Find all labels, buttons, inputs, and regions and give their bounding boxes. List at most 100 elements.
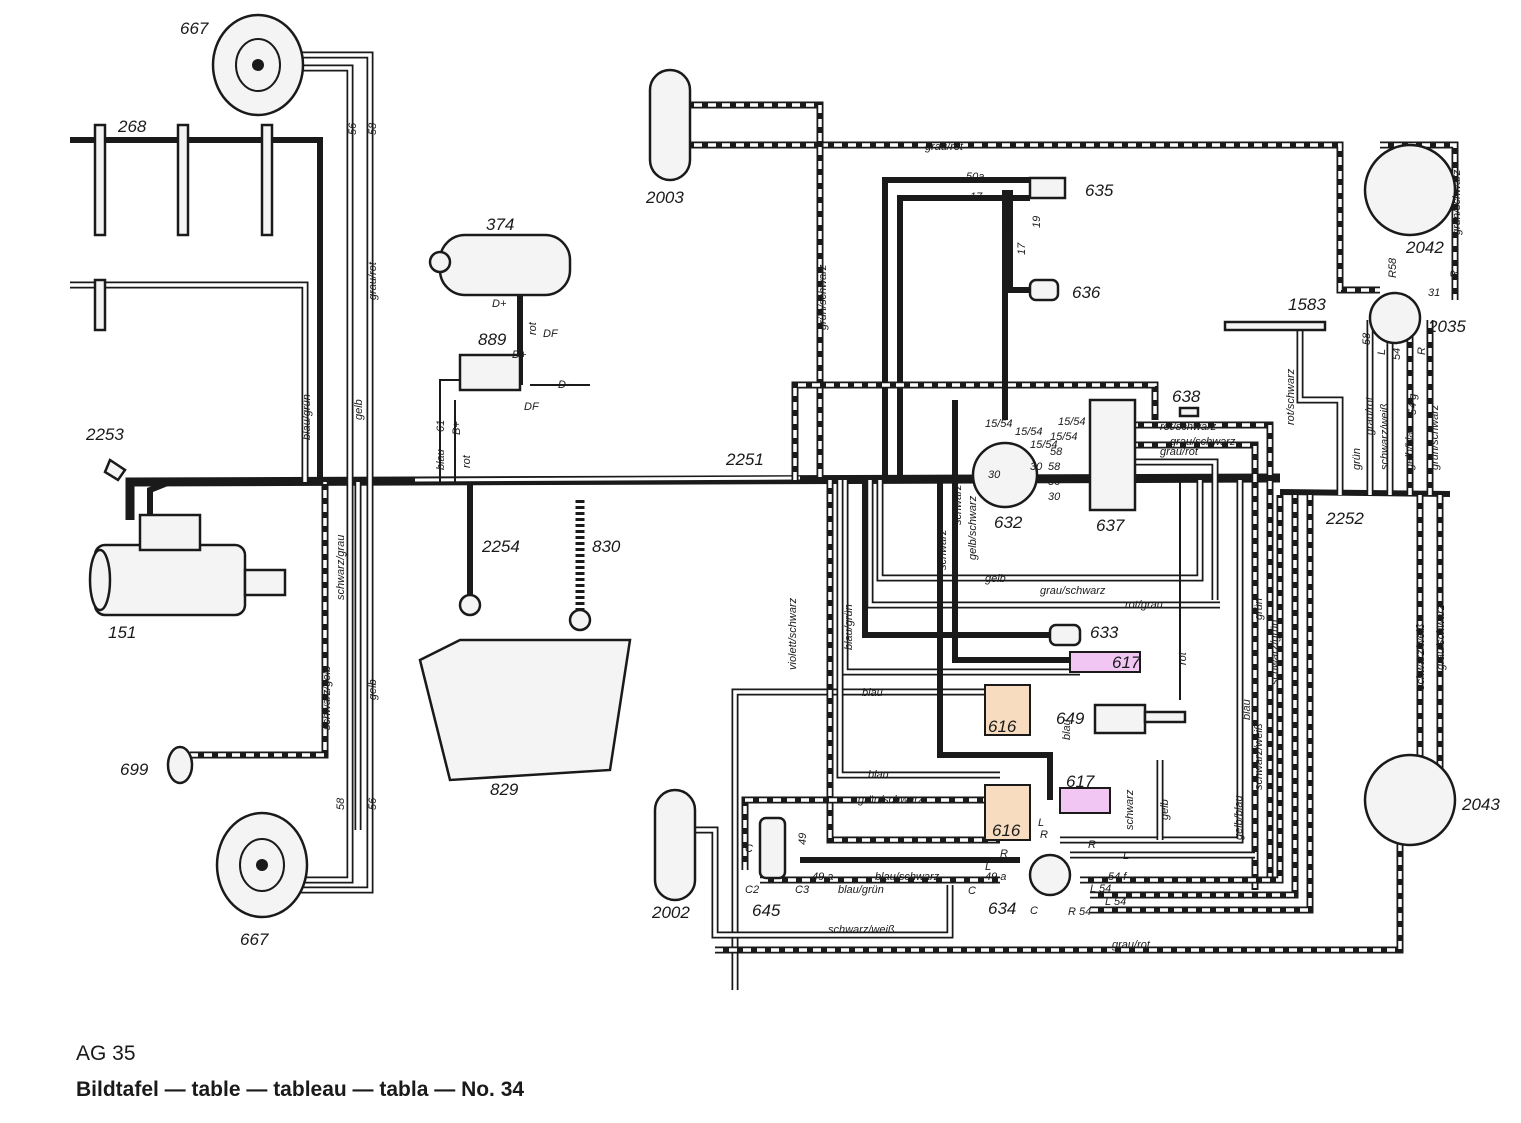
wire-label: blau [1241, 699, 1253, 720]
wire-label: blau [862, 687, 883, 699]
wire-label: D− [558, 379, 573, 391]
harness-2251-inner [414, 476, 801, 482]
wire-label: DF [524, 401, 540, 413]
switch-699 [166, 745, 194, 785]
switch-633 [1048, 623, 1082, 647]
battery-829 [418, 638, 632, 782]
wire-label: rot/grau [1125, 599, 1163, 611]
wire-label: schwarz/weiß [1379, 403, 1391, 470]
wire-label: rot [527, 321, 539, 335]
wire-label: C [968, 885, 976, 897]
headlamp-2002 [653, 788, 697, 902]
generator-374 [428, 233, 572, 297]
wire-label: grau/rot [367, 261, 379, 300]
wire-label: rot/schwarz [1160, 421, 1217, 433]
wire-label: grün/schwarz [1429, 404, 1441, 470]
wire-label: gelb/blau [1233, 795, 1245, 840]
label-699: 699 [120, 760, 149, 779]
wire-label: 49 [797, 833, 809, 845]
component-labels: 667 268 374 889 2253 151 2254 830 829 69… [85, 19, 1500, 949]
label-617-a: 617 [1112, 653, 1141, 672]
wire-label: grau/schwarz [1170, 436, 1236, 448]
indicator-617-a [1069, 651, 1141, 673]
wire-label: grau/rot [1160, 446, 1199, 458]
wire-label: blau [868, 769, 889, 781]
wire-grau-rot-top [680, 141, 1380, 294]
ground-strap-2253 [103, 458, 127, 482]
label-637: 637 [1096, 516, 1125, 535]
wire-label: gelb/blau [1404, 425, 1416, 470]
wire-label: R [1449, 270, 1461, 278]
label-1583: 1583 [1288, 295, 1326, 314]
label-649: 649 [1056, 709, 1085, 728]
label-2254: 2254 [481, 537, 520, 556]
wire-label: 58 [1050, 446, 1063, 458]
wire-1583 [1296, 330, 1344, 495]
wire-label: blau [435, 449, 447, 470]
wire-label: blau/schwarz [875, 871, 940, 883]
label-645: 645 [752, 901, 781, 920]
indicator-616-b [984, 784, 1031, 841]
label-636: 636 [1072, 283, 1101, 302]
switch-636 [1028, 278, 1060, 302]
wire-label: 15/54 [985, 418, 1013, 430]
starter-151 [88, 513, 287, 617]
battery-terminal-830 [568, 608, 592, 632]
wire-label: schwarz/gelb [321, 666, 333, 730]
wire-label: 30 [1048, 491, 1061, 503]
wire-label: C [745, 843, 753, 855]
wire-label: schwarz/weiß [1415, 623, 1427, 690]
wire-label: R 54 [1068, 906, 1091, 918]
wire-label: 19 [1031, 216, 1043, 228]
label-2251: 2251 [725, 450, 764, 469]
wire-label: schwarz [1124, 789, 1136, 830]
fuse-638 [1178, 406, 1200, 418]
horn-667-top [211, 13, 305, 117]
wire-label: 15/54 [1015, 426, 1043, 438]
wire-grun-schwarz-top [680, 101, 824, 480]
label-667-bottom: 667 [240, 930, 269, 949]
wire-label: grau/rot [1364, 396, 1376, 435]
wire-label: grau/rot [925, 141, 964, 153]
label-2042: 2042 [1405, 238, 1444, 257]
wire-label: grau/schwarz [1040, 585, 1106, 597]
wire-label: blau/grün [843, 604, 855, 650]
wire-label: 54 f [1108, 871, 1127, 883]
wire-label: 30 [988, 469, 1001, 481]
harness-2251 [125, 473, 1281, 520]
wire-label: L [1376, 349, 1388, 355]
label-634: 634 [988, 899, 1016, 918]
wire-label: 15/54 [1050, 431, 1078, 443]
label-635: 635 [1085, 181, 1114, 200]
label-268: 268 [117, 117, 147, 136]
label-616-a: 616 [988, 717, 1017, 736]
wire-label: grau/rot [1112, 939, 1151, 951]
wire-starter [147, 479, 172, 520]
wire-label: 15/54 [1030, 439, 1058, 451]
wire-label: R [1000, 848, 1008, 860]
label-374: 374 [486, 215, 514, 234]
wire-label: C [1030, 905, 1038, 917]
label-151: 151 [108, 623, 136, 642]
wire-schwarz-616 [937, 480, 1053, 800]
wire-label: L 54 [1090, 883, 1111, 895]
wire-label: 58 [1048, 461, 1061, 473]
indicator-617-b [1059, 787, 1111, 814]
label-617-b: 617 [1066, 772, 1095, 791]
wire-label: 17 [970, 191, 983, 203]
wire-label: grau/schwarz [1435, 604, 1447, 670]
ignition-switch-632 [971, 441, 1039, 509]
wire-label: L [1038, 817, 1044, 829]
wire-label: schwarz [952, 484, 964, 525]
wire-label: gelb [1159, 799, 1171, 820]
label-2002: 2002 [651, 903, 690, 922]
relay-645 [758, 816, 787, 880]
harness-2252 [1279, 489, 1451, 497]
label-633: 633 [1090, 623, 1119, 642]
wire-label: 49 a [812, 871, 833, 883]
wire-label: 58 [367, 122, 379, 135]
label-616-b: 616 [992, 821, 1021, 840]
wire-label: 54 g [1407, 393, 1419, 415]
wire-label: blau/grün [301, 394, 313, 440]
wire-label: grün/schwarz [817, 264, 829, 330]
